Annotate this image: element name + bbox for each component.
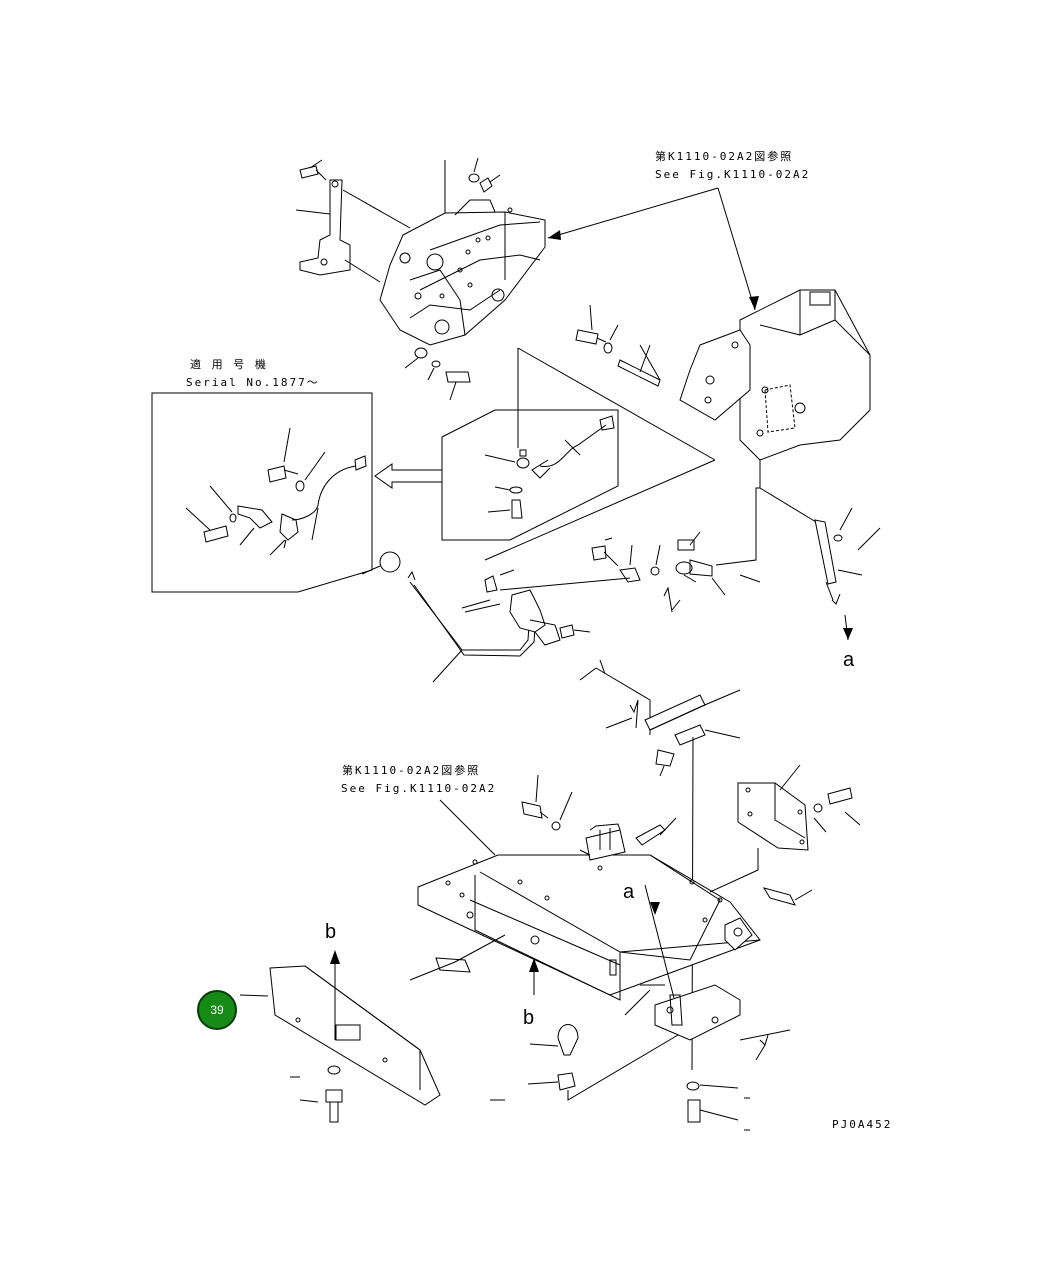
- marker-b-upper: b: [325, 921, 337, 943]
- marker-a-upper: a: [843, 649, 855, 671]
- serial-label-jp: 適 用 号 機: [190, 358, 268, 371]
- wire-inset: [441, 347, 716, 541]
- reference-label-mid-jp: 第K1110-02A2図参照: [342, 764, 481, 777]
- control-lever: [361, 459, 761, 735]
- callout-badge[interactable]: 39: [197, 990, 237, 1030]
- upper-right-housing: [575, 187, 871, 488]
- cover-plate: [239, 950, 750, 1131]
- reference-label-top-jp: 第K1110-02A2図参照: [655, 150, 794, 163]
- marker-b-lower: b: [523, 1007, 535, 1029]
- top-console-bracket: [295, 157, 719, 401]
- base-frame: [409, 764, 861, 1061]
- serial-label-en: Serial No.1877～: [186, 376, 320, 389]
- reference-label-mid-en: See Fig.K1110-02A2: [341, 782, 497, 795]
- callout-number: 39: [210, 1003, 224, 1017]
- gas-spring: [759, 487, 881, 641]
- drawing-code: PJ0A452: [832, 1118, 893, 1131]
- marker-a-lower: a: [623, 881, 635, 903]
- reference-label-top-en: See Fig.K1110-02A2: [655, 168, 811, 181]
- serial-inset: [151, 392, 443, 593]
